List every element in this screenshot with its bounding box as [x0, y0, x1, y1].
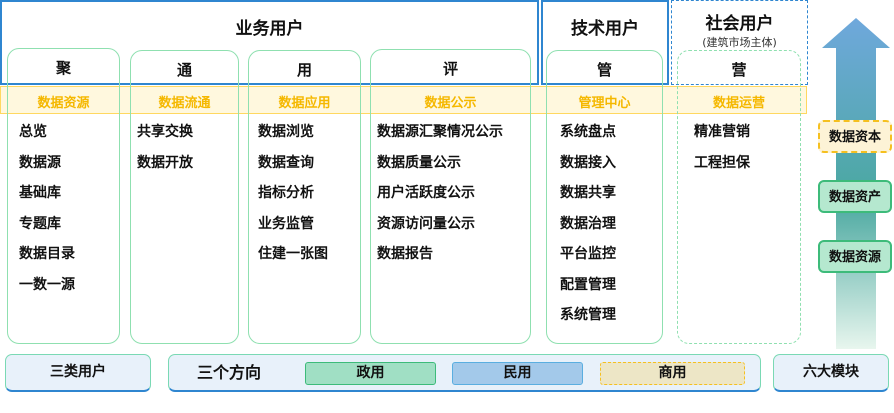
column-gather: 聚	[7, 48, 120, 344]
business-users-box: 业务用户	[0, 0, 539, 85]
list-item[interactable]: 数据开放	[137, 154, 193, 171]
list-item[interactable]: 资源访问量公示	[377, 215, 475, 232]
column-head: 评	[442, 60, 458, 78]
band-label: 数据应用	[278, 96, 331, 111]
social-users-title: 社会用户	[705, 14, 774, 34]
category-band	[0, 86, 807, 114]
column-head: 营	[731, 61, 747, 79]
list-item[interactable]: 平台监控	[560, 246, 616, 262]
tech-users-title: 技术用户	[571, 19, 639, 39]
six-modules-label: 六大模块	[773, 354, 889, 392]
list-item[interactable]: 数据源	[19, 154, 61, 171]
list-item[interactable]: 数据查询	[258, 154, 314, 171]
item-list-flow: 共享交换数据开放	[137, 121, 193, 182]
band-label: 数据流通	[158, 96, 211, 111]
column-evaluate: 评	[370, 49, 531, 344]
list-item[interactable]: 共享交换	[137, 124, 193, 140]
item-list-gather: 总览数据源基础库专题库数据目录一数一源	[19, 121, 75, 304]
column-operate: 营	[677, 50, 801, 344]
list-item[interactable]: 工程担保	[694, 154, 750, 171]
list-item[interactable]: 数据治理	[560, 215, 616, 232]
column-head: 通	[176, 61, 192, 79]
list-item[interactable]: 系统管理	[560, 307, 616, 323]
list-item[interactable]: 专题库	[19, 215, 61, 232]
band-label: 数据资源	[37, 96, 90, 111]
item-list-evaluate: 数据源汇聚情况公示数据质量公示用户活跃度公示资源访问量公示数据报告	[377, 121, 503, 274]
list-item[interactable]: 配置管理	[560, 276, 616, 293]
list-item[interactable]: 数据目录	[19, 246, 75, 262]
column-head: 聚	[55, 59, 71, 77]
column-head: 管	[596, 61, 612, 79]
list-item[interactable]: 住建一张图	[258, 246, 328, 262]
three-directions-label: 三个方向	[197, 363, 262, 382]
column-manage: 管	[546, 50, 663, 344]
module-data-capital: 数据资本	[818, 120, 892, 153]
social-users-subtitle: (建筑市场主体)	[702, 36, 777, 49]
three-users-label: 三类用户	[5, 354, 151, 392]
list-item[interactable]: 数据浏览	[258, 124, 314, 140]
item-list-operate: 精准营销工程担保	[694, 121, 750, 182]
list-item[interactable]: 数据接入	[560, 154, 616, 171]
business-users-title: 业务用户	[235, 19, 304, 39]
social-users-box: 社会用户 (建筑市场主体)	[671, 0, 808, 85]
list-item[interactable]: 数据源汇聚情况公示	[377, 124, 503, 140]
list-item[interactable]: 指标分析	[258, 185, 314, 201]
list-item[interactable]: 数据共享	[560, 185, 616, 201]
list-item[interactable]: 数据质量公示	[377, 154, 461, 171]
band-label: 数据运营	[712, 96, 765, 111]
item-list-manage: 系统盘点数据接入数据共享数据治理平台监控配置管理系统管理	[560, 121, 616, 335]
band-label: 数据公示	[424, 96, 477, 111]
list-item[interactable]: 业务监管	[258, 215, 314, 232]
column-head: 用	[296, 61, 312, 79]
list-item[interactable]: 一数一源	[19, 276, 75, 293]
module-data-asset: 数据资产	[818, 180, 892, 213]
list-item[interactable]: 总览	[19, 124, 47, 140]
direction-commercial: 商用	[600, 362, 745, 385]
direction-gov: 政用	[305, 362, 436, 385]
list-item[interactable]: 用户活跃度公示	[377, 185, 475, 201]
column-flow: 通	[130, 50, 239, 344]
module-data-resource: 数据资源	[818, 240, 892, 273]
item-list-use: 数据浏览数据查询指标分析业务监管住建一张图	[258, 121, 328, 274]
tech-users-box: 技术用户	[541, 0, 669, 85]
list-item[interactable]: 系统盘点	[560, 124, 616, 140]
column-use: 用	[248, 50, 361, 344]
list-item[interactable]: 精准营销	[694, 124, 750, 140]
direction-civil: 民用	[452, 362, 583, 385]
band-label: 管理中心	[578, 96, 631, 111]
list-item[interactable]: 基础库	[19, 185, 61, 201]
list-item[interactable]: 数据报告	[377, 246, 433, 262]
